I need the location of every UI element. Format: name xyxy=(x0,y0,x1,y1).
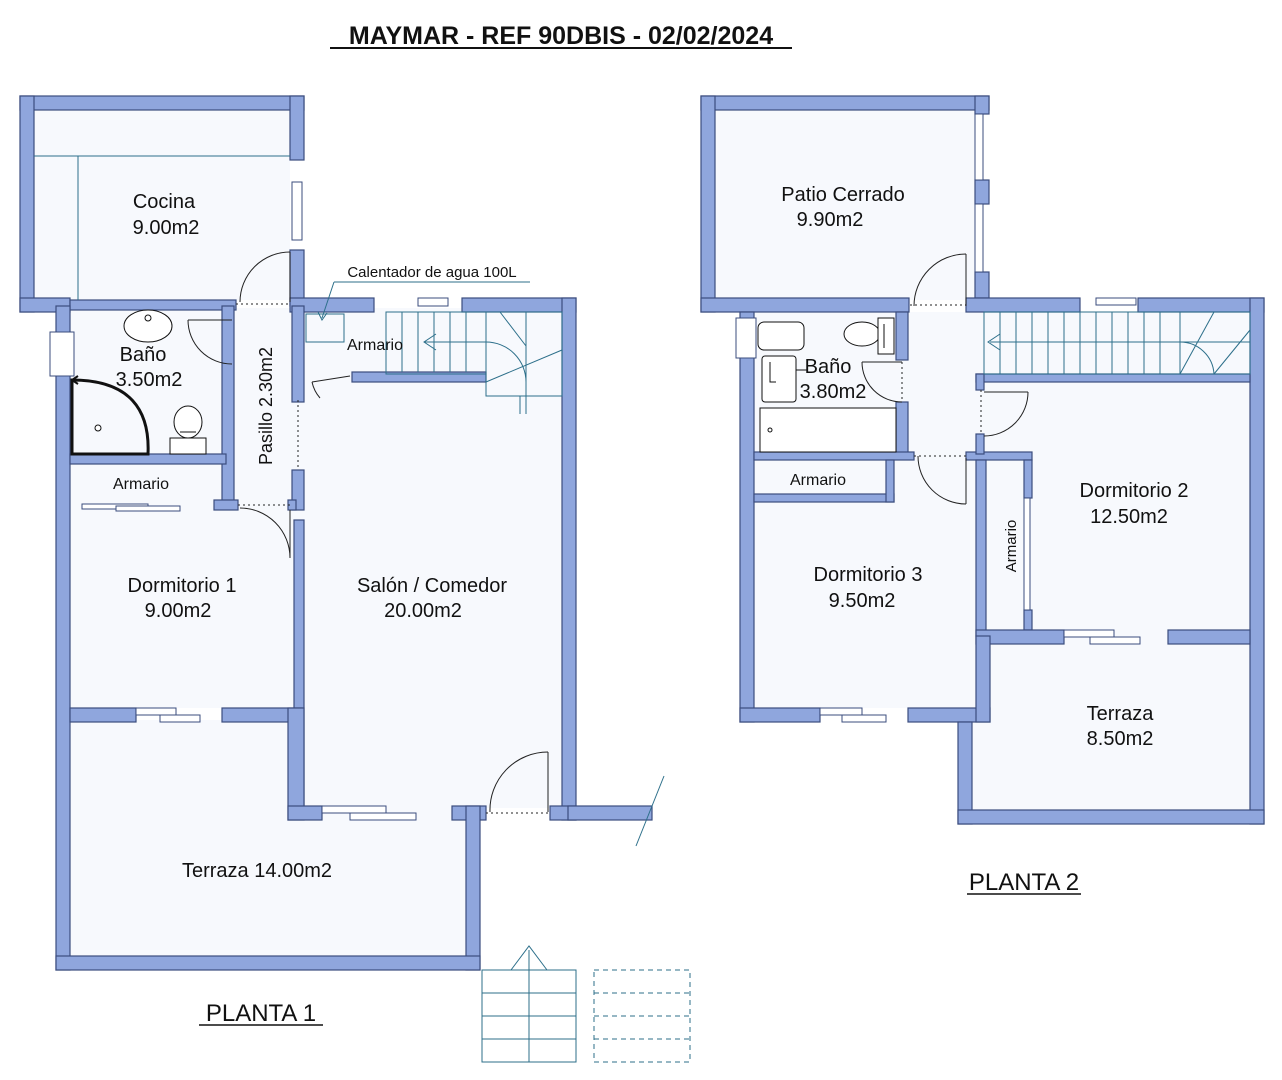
patio-name: Patio Cerrado xyxy=(781,184,904,206)
bano-2-area: 3.80m2 xyxy=(800,381,867,403)
planta-2: Patio Cerrado 9.90m2 Baño 3.80m2 Armario… xyxy=(700,95,1265,896)
planta-1-stairs xyxy=(385,311,563,414)
bano-2-name: Baño xyxy=(805,356,852,378)
terraza-2-area: 8.50m2 xyxy=(1087,728,1154,750)
planta-1: Cocina 9.00m2 Baño 3.50m2 Armario Pasill… xyxy=(19,95,691,1063)
armario-bano-label: Armario xyxy=(113,476,169,493)
planta-2-stairs xyxy=(983,311,1251,375)
dormitorio-3-name: Dormitorio 3 xyxy=(814,564,923,586)
dormitorio-2-area: 12.50m2 xyxy=(1090,506,1168,528)
armario-d3-label: Armario xyxy=(790,472,846,489)
terraza-1-label: Terraza 14.00m2 xyxy=(182,860,332,882)
pasillo-label: Pasillo 2.30m2 xyxy=(256,347,276,465)
planta-2-walls xyxy=(700,95,1265,825)
cocina-area: 9.00m2 xyxy=(133,217,200,239)
salon-area: 20.00m2 xyxy=(384,600,462,622)
dormitorio-1-area: 9.00m2 xyxy=(145,600,212,622)
planta-2-doors xyxy=(861,253,1029,505)
planta-2-label: PLANTA 2 xyxy=(969,869,1079,896)
bano-1-name: Baño xyxy=(120,344,167,366)
calentador-label: Calentador de agua 100L xyxy=(347,264,516,281)
terraza-2-name: Terraza xyxy=(1087,703,1155,725)
dormitorio-3-area: 9.50m2 xyxy=(829,590,896,612)
planta-1-windows xyxy=(49,181,449,821)
planta-2-windows xyxy=(735,113,1141,723)
plan-title: MAYMAR - REF 90DBIS - 02/02/2024 xyxy=(349,22,773,50)
planta-1-label: PLANTA 1 xyxy=(206,1000,316,1027)
dormitorio-2-name: Dormitorio 2 xyxy=(1080,480,1189,502)
armario-d2-label: Armario xyxy=(1003,520,1020,573)
planta-1-walls xyxy=(19,95,653,971)
exterior-stairs xyxy=(481,945,577,1063)
patio-area: 9.90m2 xyxy=(797,209,864,231)
bano-1-area: 3.50m2 xyxy=(116,369,183,391)
dormitorio-1-name: Dormitorio 1 xyxy=(128,575,237,597)
planta-1-doors xyxy=(187,251,549,813)
armario-escalera-label: Armario xyxy=(347,337,403,354)
cocina-name: Cocina xyxy=(133,191,196,213)
salon-name: Salón / Comedor xyxy=(357,575,507,597)
